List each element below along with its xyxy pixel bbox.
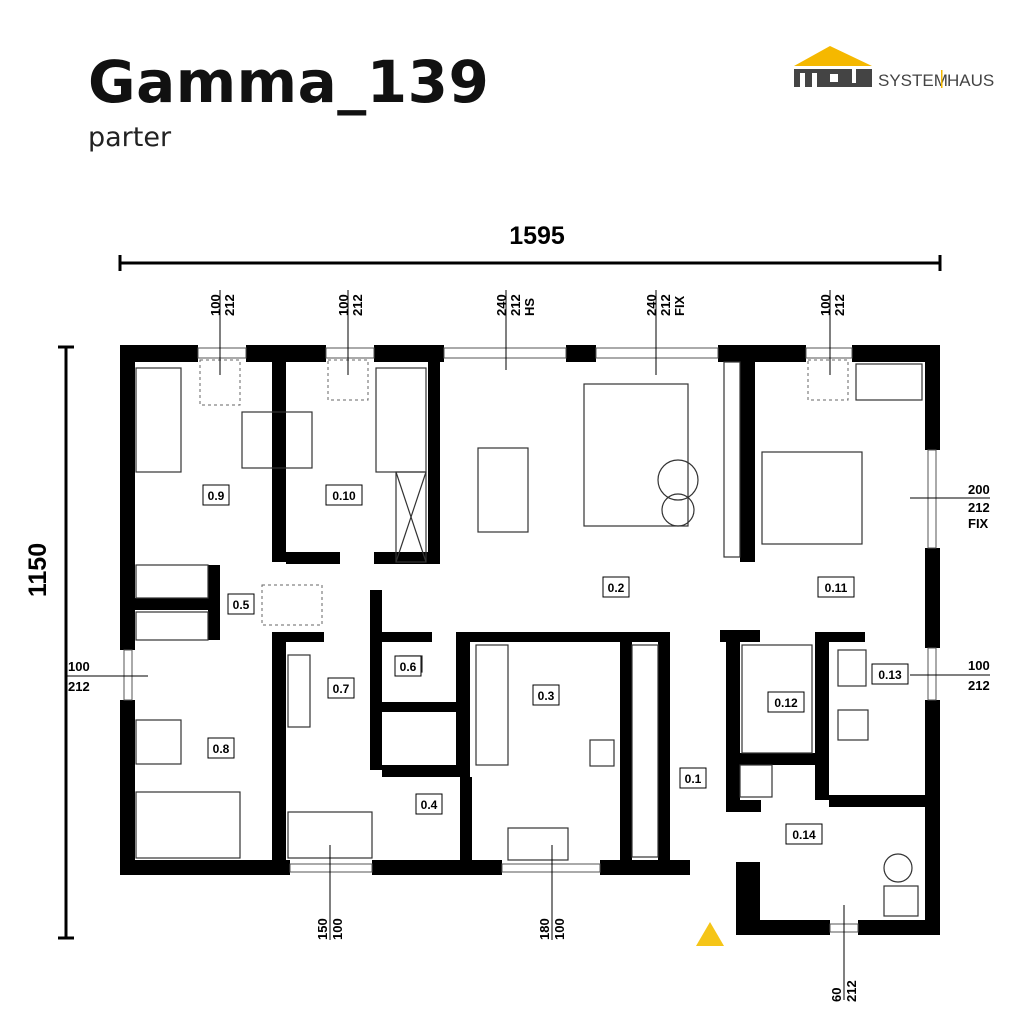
window-6-type: FIX: [968, 516, 989, 531]
floor-subtitle: parter: [88, 122, 172, 153]
room-0-8-label: 0.8: [213, 742, 230, 756]
window-5-height: 212: [832, 294, 847, 316]
room-0-5-label: 0.5: [233, 598, 250, 612]
desk-08: [135, 719, 182, 765]
window-7-width: 100: [68, 659, 90, 674]
window-10-width: 180: [537, 918, 552, 940]
skylight-05: [261, 584, 323, 626]
wardrobe-01: [631, 644, 659, 858]
furniture: [135, 359, 923, 917]
window-6-height: 212: [968, 500, 990, 515]
width-label: 1595: [509, 222, 565, 250]
window-6-width: 200: [968, 482, 990, 497]
coffee-table: [657, 459, 699, 501]
room-0-13-label: 0.13: [878, 668, 902, 682]
walls: [120, 345, 940, 935]
window-10-height: 100: [552, 918, 567, 940]
window-8-height: 212: [968, 678, 990, 693]
window-3-width: 240: [494, 294, 509, 316]
height-dimension: 1150: [24, 345, 74, 940]
window-11-width: 60: [829, 988, 844, 1002]
room-0-1-label: 0.1: [685, 772, 702, 786]
room-0-2-label: 0.2: [608, 581, 625, 595]
boiler: [739, 764, 773, 798]
cooktop: [589, 739, 615, 767]
logo-roof-icon: [794, 46, 872, 66]
window-8-width: 100: [968, 658, 990, 673]
window-7-height: 212: [68, 679, 90, 694]
room-0-7-label: 0.7: [333, 682, 350, 696]
plan-title: Gamma_139: [88, 48, 490, 116]
sink-013: [837, 649, 867, 687]
logo-text-haus: HAUS: [947, 71, 994, 90]
sinks-07: [287, 654, 311, 728]
window-11-height: 212: [844, 980, 859, 1002]
window-4-height: 212: [658, 294, 673, 316]
window-2-width: 100: [336, 294, 351, 316]
window-2-height: 212: [350, 294, 365, 316]
desk-09: [241, 411, 313, 469]
window-9-height: 100: [330, 918, 345, 940]
wardrobe-05: [135, 564, 209, 599]
room-0-6-label: 0.6: [400, 660, 417, 674]
dining-table: [477, 447, 529, 533]
bed-08: [135, 791, 241, 859]
bed-09: [135, 367, 182, 473]
window-1-height: 212: [222, 294, 237, 316]
window-3-height: 212: [508, 294, 523, 316]
wolf-system-haus-logo: SYSTEM HAUS: [794, 46, 994, 90]
room-0-10-label: 0.10: [332, 489, 356, 503]
room-labels: 0.9 0.10 0.2 0.11 0.5 0.6 0.7 0.3 0.8 0.…: [202, 484, 909, 845]
heat-pump: [883, 853, 913, 883]
window-1-width: 100: [208, 294, 223, 316]
room-0-3-label: 0.3: [538, 689, 555, 703]
kitchen-sink: [507, 827, 569, 861]
toilet-013: [837, 709, 869, 741]
entrance-marker-icon: [696, 922, 724, 946]
tv-wall: [723, 361, 741, 558]
wardrobe-011: [855, 363, 923, 401]
bed-011: [761, 451, 863, 545]
room-0-14-label: 0.14: [792, 828, 816, 842]
window-5-width: 100: [818, 294, 833, 316]
wardrobe-012: [741, 644, 813, 754]
window-9-width: 150: [315, 918, 330, 940]
window-3-type: HS: [522, 298, 537, 316]
kitchen-cabinets: [475, 644, 509, 766]
room-0-12-label: 0.12: [774, 696, 798, 710]
bed-010: [375, 367, 427, 473]
window-4-type: FIX: [672, 295, 687, 316]
height-label: 1150: [24, 543, 52, 597]
room-0-9-label: 0.9: [208, 489, 225, 503]
sofa: [583, 383, 689, 527]
logo-text-system: SYSTEM: [878, 71, 948, 90]
width-dimension: 1595: [118, 222, 942, 271]
window-labels: 100 212 100 212 240 212 HS 240 212 FIX 1…: [66, 290, 990, 1002]
room-0-4-label: 0.4: [421, 798, 438, 812]
window-4-width: 240: [644, 294, 659, 316]
wardrobe-010: [395, 471, 427, 563]
room-0-11-label: 0.11: [825, 581, 848, 595]
